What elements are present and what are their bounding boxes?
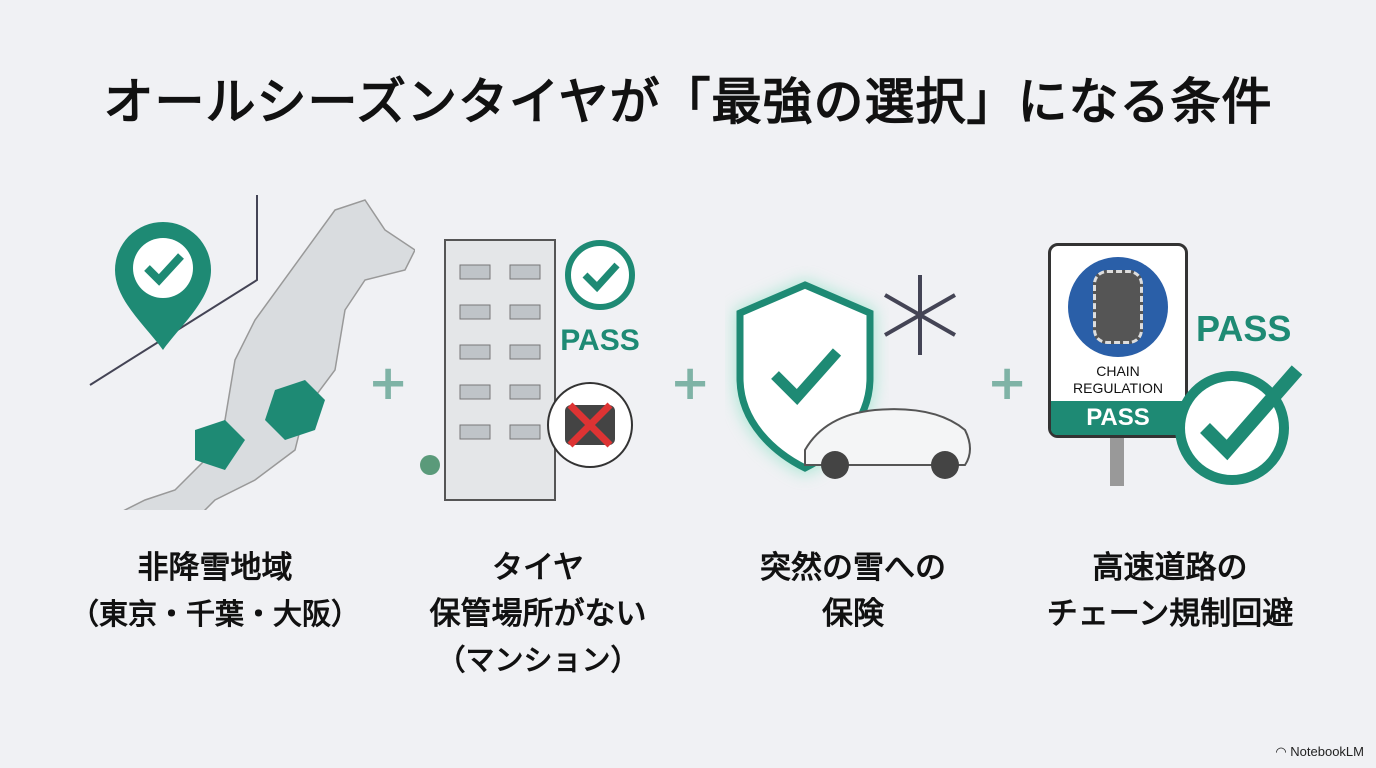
label-line: 保管場所がない <box>429 596 647 632</box>
label-line: 非降雪地域 <box>137 550 293 586</box>
plus-sign: + <box>368 355 409 411</box>
label-line: 突然の雪への <box>760 550 946 586</box>
condition-label-4: 高速道路のチェーン規制回避 <box>1010 545 1330 637</box>
condition-label-1: 非降雪地域 （東京・千葉・大阪） <box>55 545 375 637</box>
apartment-no-tire-icon: PASS <box>420 239 640 501</box>
check-circle-icon <box>1175 365 1303 485</box>
japan-map-icon <box>89 195 415 510</box>
svg-text:PASS: PASS <box>560 324 639 357</box>
label-line: （マンション） <box>436 643 640 677</box>
notebooklm-icon: ◠ <box>1275 744 1291 759</box>
label-line: チェーン規制回避 <box>1046 596 1294 632</box>
notebooklm-logo: ◠ NotebookLM <box>1275 744 1364 760</box>
tire-chain-icon <box>1068 257 1168 357</box>
plus-sign: + <box>670 355 711 411</box>
label-line: 高速道路の <box>1092 550 1248 586</box>
footer-text: NotebookLM <box>1290 744 1364 759</box>
sign-text: CHAIN <box>1096 363 1140 379</box>
sign-pole <box>1110 438 1124 486</box>
plus-sign: + <box>987 355 1028 411</box>
label-line: （東京・千葉・大阪） <box>69 597 360 631</box>
pass-badge: PASS <box>1196 308 1292 349</box>
sign-pass: PASS <box>1051 401 1185 435</box>
label-line: タイヤ <box>491 550 585 586</box>
page-title: オールシーズンタイヤが「最強の選択」になる条件 <box>103 73 1273 131</box>
shield-snow-car-icon <box>735 275 971 479</box>
condition-label-2: タイヤ保管場所がない （マンション） <box>378 545 698 683</box>
sign-text: REGULATION <box>1073 380 1163 396</box>
label-line: 保険 <box>822 596 884 632</box>
condition-label-3: 突然の雪への保険 <box>693 545 1013 637</box>
